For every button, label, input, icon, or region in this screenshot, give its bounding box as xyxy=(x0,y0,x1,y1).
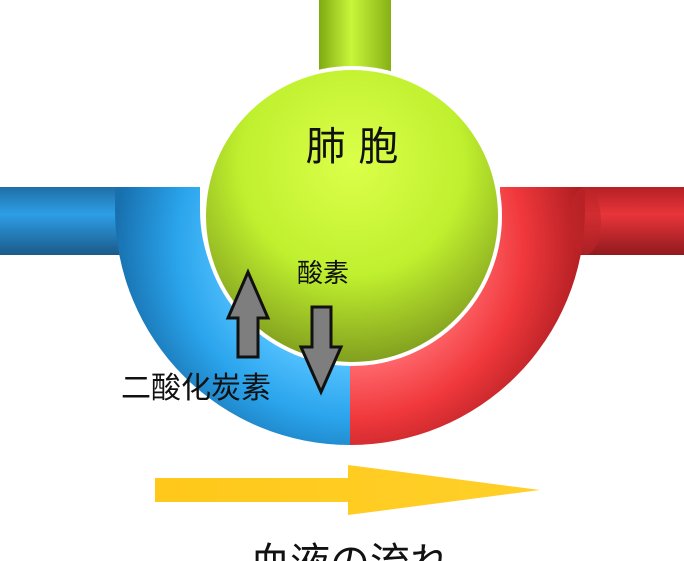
arrow-right-icon xyxy=(155,465,540,515)
capillary-red-half xyxy=(350,187,585,445)
oxygen-label: 酸素 xyxy=(297,259,349,289)
carbon-dioxide-label: 二酸化炭素 xyxy=(121,371,271,406)
alveolus-label: 肺 胞 xyxy=(306,124,399,170)
blood-flow-label: 血液の流れ xyxy=(250,540,450,561)
arrow-down-icon xyxy=(298,305,344,396)
arrow-up-icon xyxy=(225,268,271,359)
alveolus xyxy=(206,70,498,362)
artery-pipe-joint xyxy=(569,187,601,255)
